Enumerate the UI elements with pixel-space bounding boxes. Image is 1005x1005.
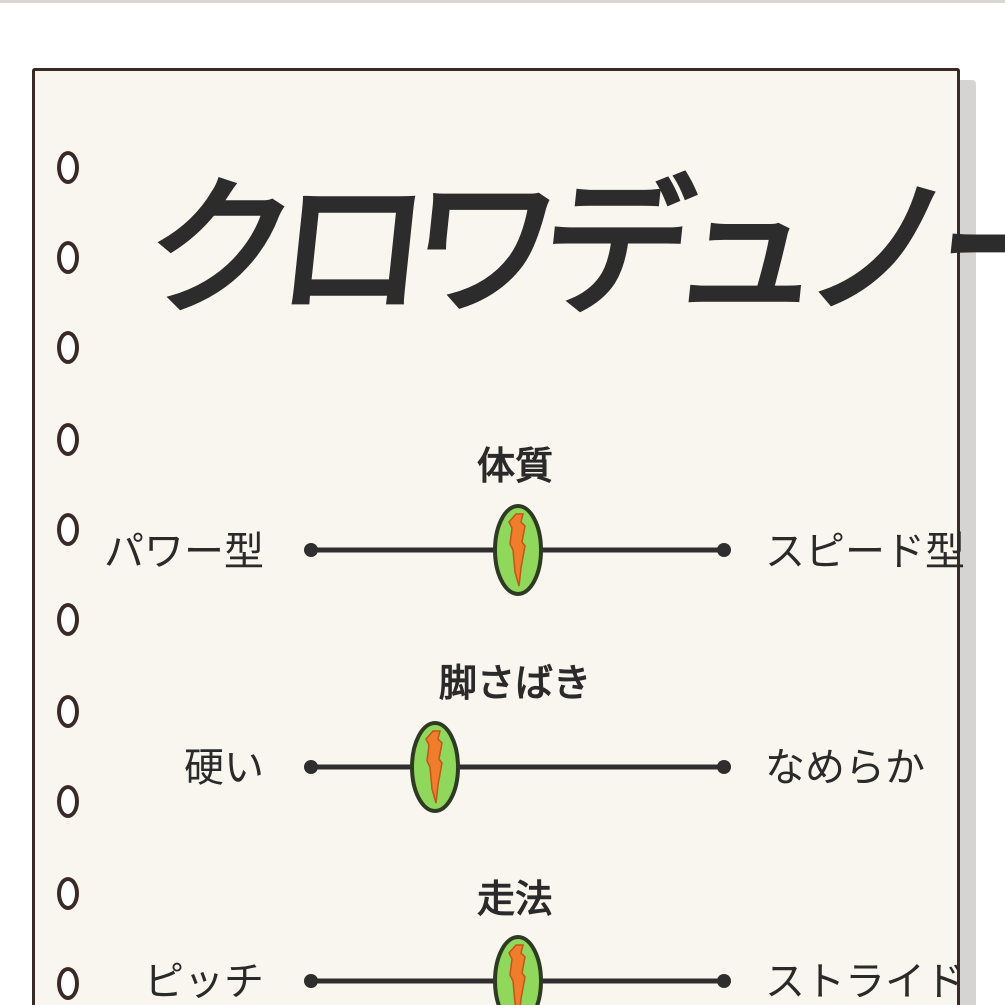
top-edge	[0, 0, 1005, 3]
binder-hole-icon	[57, 331, 79, 364]
binder-hole-icon	[57, 513, 79, 546]
carrot-icon	[492, 504, 543, 596]
slider-left-label-running-style: ピッチ	[144, 959, 264, 1005]
binder-hole-icon	[57, 967, 79, 1000]
slider-track-footwork	[304, 760, 731, 774]
carrot-icon	[492, 935, 543, 1005]
slider-heading-constitution: 体質	[476, 444, 553, 488]
slider-right-label-running-style: ストライド	[765, 959, 965, 1005]
binder-hole-icon	[57, 785, 79, 818]
slider-left-label-footwork: 硬い	[184, 745, 264, 791]
slider-heading-footwork: 脚さばき	[438, 661, 591, 705]
binder-hole-icon	[57, 877, 79, 910]
slider-right-label-constitution: スピード型	[765, 529, 965, 575]
binder-hole-icon	[57, 423, 79, 456]
horse-name-title: クロワデュノール	[136, 163, 1005, 337]
binder-hole-icon	[57, 151, 79, 184]
carrot-icon	[409, 721, 460, 813]
binder-hole-icon	[57, 603, 79, 636]
binder-hole-icon	[57, 241, 79, 274]
slider-right-label-footwork: なめらか	[765, 745, 925, 791]
binder-hole-icon	[57, 695, 79, 728]
slider-left-label-constitution: パワー型	[104, 529, 264, 575]
slider-heading-running-style: 走法	[476, 877, 553, 921]
